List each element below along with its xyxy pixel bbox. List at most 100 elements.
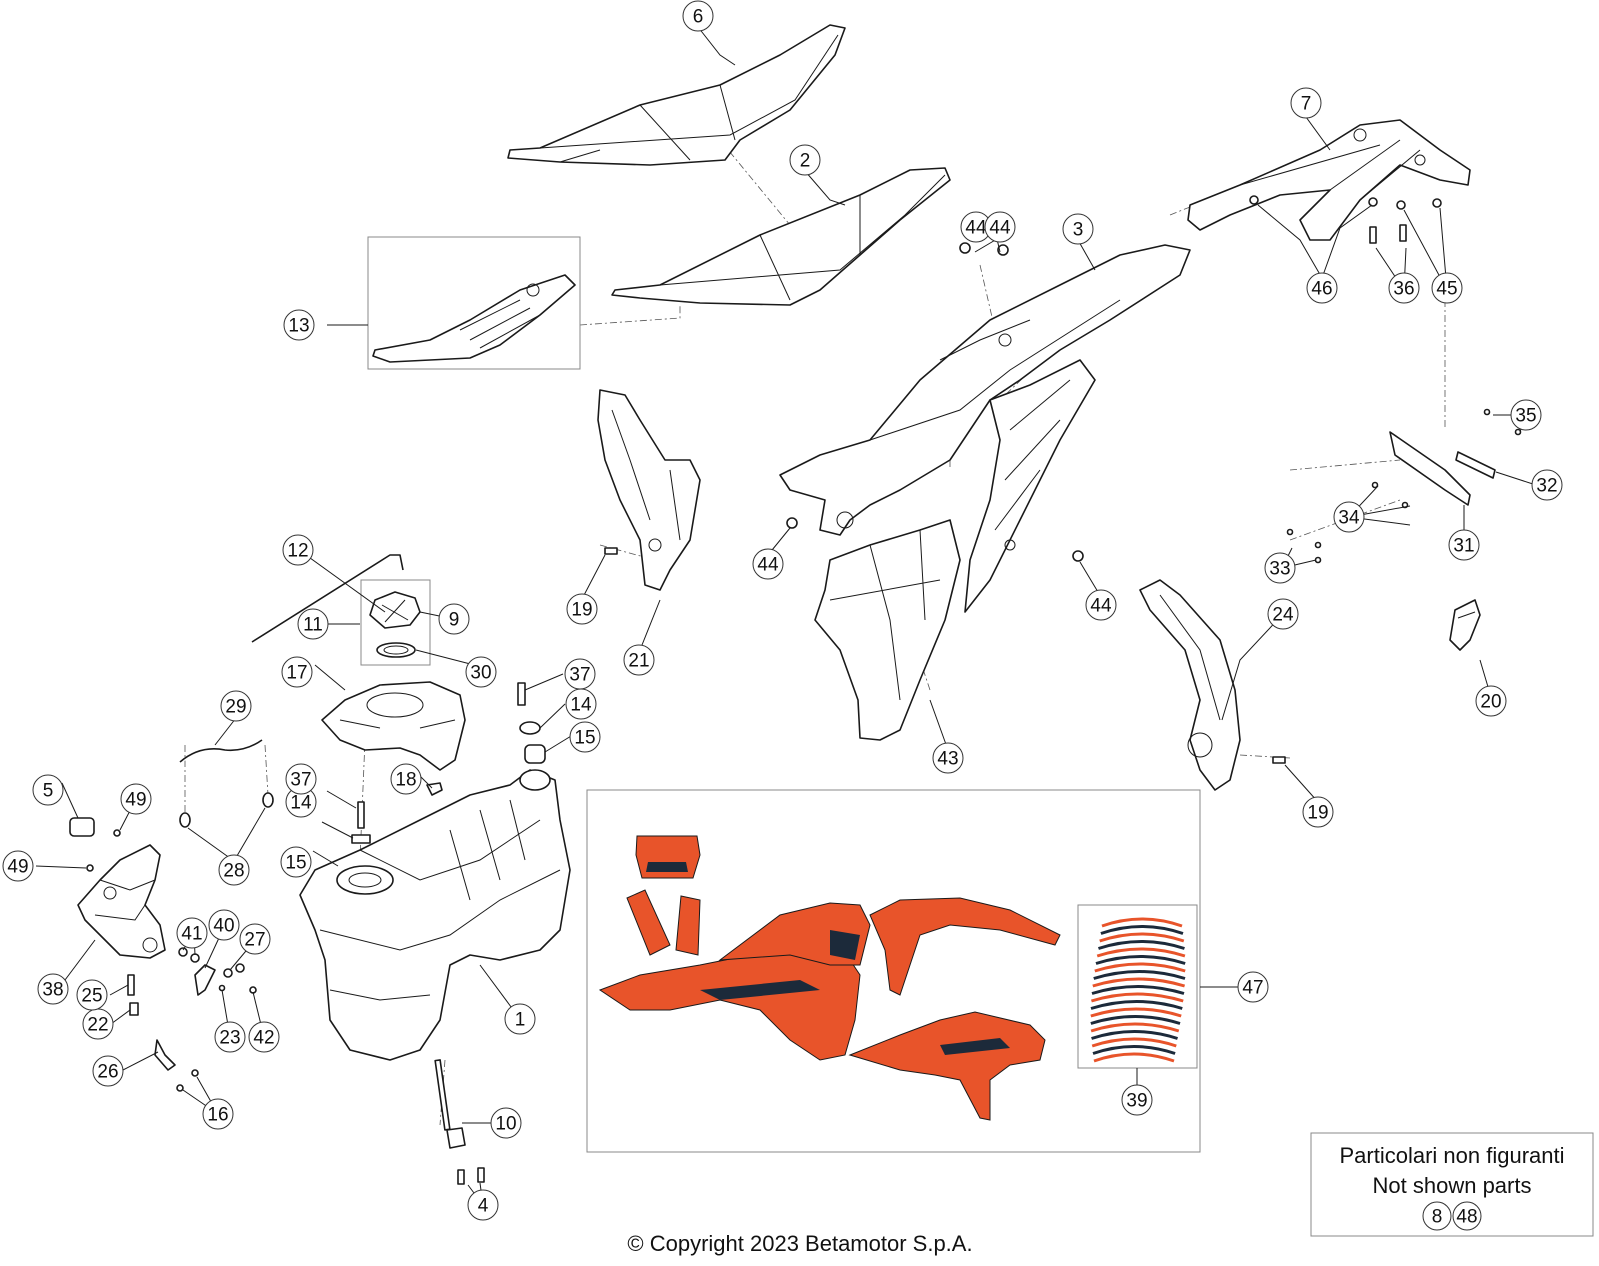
callout-17: 17	[281, 656, 313, 688]
side-panel-right	[964, 359, 1096, 613]
not-shown-part-48: 48	[1452, 1201, 1482, 1231]
svg-text:12: 12	[287, 541, 308, 562]
rim-sticker-stripe	[1092, 977, 1186, 988]
pump-housing	[77, 844, 166, 959]
callout-24: 24	[1267, 598, 1299, 630]
svg-text:11: 11	[303, 615, 323, 636]
rim-sticker-stripe	[1099, 932, 1185, 943]
callout-40: 40	[208, 909, 240, 941]
callout-3: 3	[1062, 213, 1094, 245]
svg-text:44: 44	[757, 555, 779, 576]
graphics-kit	[598, 835, 1061, 1121]
seat-lower	[611, 167, 951, 306]
callout-18: 18	[390, 763, 422, 795]
callout-12: 12	[282, 534, 314, 566]
svg-text:42: 42	[253, 1028, 274, 1049]
callout-19: 19	[566, 593, 598, 625]
tank-top-panel	[321, 681, 466, 771]
svg-text:28: 28	[223, 861, 244, 882]
cap-box	[360, 579, 431, 666]
callout-47: 47	[1237, 971, 1269, 1003]
callout-22: 22	[82, 1008, 114, 1040]
svg-text:45: 45	[1436, 279, 1457, 300]
svg-text:48: 48	[1456, 1207, 1477, 1228]
svg-text:8: 8	[1432, 1207, 1443, 1228]
callout-49: 49	[2, 850, 34, 882]
breather-rod	[251, 554, 404, 643]
svg-text:44: 44	[989, 218, 1011, 239]
callout-15: 15	[280, 846, 312, 878]
rim-sticker-stripe	[1096, 947, 1186, 958]
svg-text:43: 43	[937, 749, 958, 770]
svg-text:38: 38	[42, 980, 63, 1001]
svg-text:22: 22	[87, 1015, 108, 1036]
svg-text:10: 10	[495, 1114, 516, 1135]
fuel-cap	[369, 591, 421, 658]
svg-text:35: 35	[1515, 406, 1536, 427]
svg-text:31: 31	[1453, 536, 1474, 557]
callout-44: 44	[984, 211, 1016, 243]
svg-text:24: 24	[1272, 605, 1294, 626]
svg-text:6: 6	[693, 7, 704, 28]
rim-sticker-stripe	[1093, 1052, 1175, 1063]
not-shown-box	[1310, 1132, 1594, 1237]
rear-fender	[779, 244, 1191, 536]
callout-21: 21	[623, 644, 655, 676]
rim-sticker-stripe	[1090, 992, 1184, 1003]
copyright: © Copyright 2023 Betamotor S.p.A.	[627, 1231, 972, 1256]
rim-sticker-stripe	[1095, 955, 1186, 965]
svg-text:16: 16	[207, 1105, 228, 1126]
svg-text:13: 13	[288, 316, 309, 337]
callout-29: 29	[220, 690, 252, 722]
callout-26: 26	[92, 1055, 124, 1087]
rim-sticker-stripe	[1090, 1007, 1182, 1018]
pump-parts	[69, 817, 257, 1092]
svg-text:30: 30	[470, 663, 491, 684]
callout-2: 2	[789, 144, 821, 176]
svg-text:7: 7	[1301, 94, 1312, 115]
not-shown-title-it: Particolari non figuranti	[1339, 1143, 1564, 1168]
svg-text:40: 40	[213, 916, 234, 937]
svg-text:34: 34	[1338, 508, 1360, 529]
callout-11: 11	[297, 608, 329, 640]
callout-49: 49	[120, 783, 152, 815]
left-side-cover	[597, 389, 701, 591]
callout-13: 13	[283, 309, 315, 341]
callout-16: 16	[202, 1098, 234, 1130]
rim-sticker-stripe	[1090, 1022, 1180, 1033]
svg-text:49: 49	[125, 790, 146, 811]
svg-text:44: 44	[1090, 596, 1112, 617]
license-bracket	[1389, 431, 1496, 506]
callout-45: 45	[1431, 272, 1463, 304]
svg-text:46: 46	[1311, 279, 1332, 300]
callout-33: 33	[1264, 552, 1296, 584]
callout-35: 35	[1510, 399, 1542, 431]
callout-4: 4	[467, 1189, 499, 1221]
callout-44: 44	[960, 211, 992, 243]
rim-stickers	[1090, 917, 1186, 1063]
rim-sticker-stripe	[1097, 940, 1185, 950]
svg-text:17: 17	[286, 663, 307, 684]
rim-sticker-stripe	[1091, 1030, 1179, 1040]
rim-sticker-stripe	[1101, 917, 1183, 928]
callout-30: 30	[465, 656, 497, 688]
svg-text:29: 29	[225, 697, 246, 718]
svg-text:26: 26	[97, 1062, 118, 1083]
callout-14: 14	[285, 786, 317, 818]
rim-sticker-stripe	[1100, 925, 1184, 935]
graphics-kit-box	[586, 789, 1201, 1153]
callout-14: 14	[565, 688, 597, 720]
svg-text:47: 47	[1242, 978, 1263, 999]
callout-46: 46	[1306, 272, 1338, 304]
screws	[604, 242, 1286, 764]
rim-sticker-stripe	[1090, 1000, 1183, 1010]
callout-25: 25	[76, 979, 108, 1011]
subframe-fasteners	[1249, 195, 1442, 244]
callout-10: 10	[490, 1107, 522, 1139]
hose	[179, 739, 274, 828]
callout-44: 44	[752, 548, 784, 580]
rim-sticker-stripe	[1093, 970, 1186, 980]
callout-38: 38	[37, 973, 69, 1005]
svg-text:18: 18	[395, 770, 416, 791]
